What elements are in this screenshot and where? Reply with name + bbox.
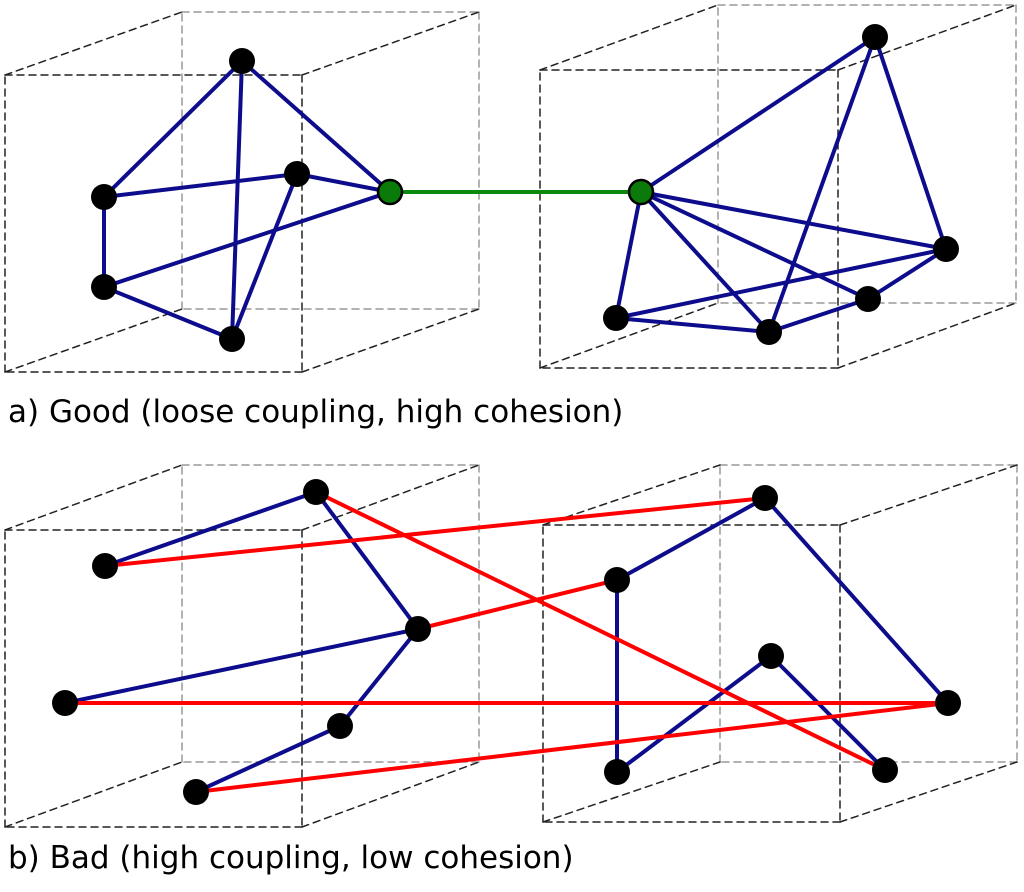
cohesion-edge (769, 654, 887, 772)
module-box-b-right-depth-edge (839, 464, 1018, 526)
node (91, 274, 117, 300)
caption-good: a) Good (loose coupling, high cohesion) (8, 394, 624, 430)
node (935, 690, 961, 716)
cohesion-edge (763, 496, 950, 705)
cohesion-edge (614, 247, 948, 320)
node (604, 759, 630, 785)
cohesion-edge (102, 285, 234, 341)
module-box-a-left-depth-edge (301, 11, 480, 76)
coupling-edge-bad (416, 578, 619, 631)
node (52, 690, 78, 716)
cohesion-edge (614, 316, 771, 334)
node (758, 643, 784, 669)
node (284, 161, 310, 187)
node (756, 319, 782, 345)
node (752, 485, 778, 511)
cohesion-edge (639, 190, 948, 251)
node (92, 553, 118, 579)
node (229, 48, 255, 74)
node (405, 616, 431, 642)
node (604, 567, 630, 593)
cohesion-edge (866, 247, 948, 301)
node (327, 713, 353, 739)
node (872, 757, 898, 783)
module-box-a-left-depth-edge (4, 11, 183, 76)
module-box-b-right-depth-edge (839, 761, 1018, 823)
cohesion-edge (615, 496, 767, 582)
interface-node (376, 178, 404, 206)
cohesion-edge (194, 724, 342, 794)
cohesion-edge (767, 35, 877, 334)
coupling-edge-bad (194, 701, 950, 794)
module-box-b-left-depth-edge (4, 464, 183, 531)
node (183, 779, 209, 805)
node (91, 184, 117, 210)
cohesion-edge (102, 172, 299, 199)
node (862, 24, 888, 50)
cohesion-edge (767, 297, 870, 334)
module-box-a-right-depth-edge (837, 302, 1017, 369)
cohesion-edge (873, 35, 948, 251)
cohesion-edge (102, 59, 244, 199)
module-box-b-right-depth-edge (542, 464, 721, 526)
cohesion-edge (639, 190, 771, 334)
node (603, 305, 629, 331)
cohesion-edge (102, 190, 392, 289)
module-box-b-left-depth-edge (301, 464, 480, 531)
interface-node (627, 178, 655, 206)
cohesion-edge (63, 627, 420, 705)
module-box-a-left-depth-edge (4, 308, 183, 373)
cohesion-edge (639, 35, 877, 194)
cohesion-edge (614, 190, 643, 320)
cohesion-edge (230, 59, 244, 341)
cohesion-edge (338, 627, 420, 728)
cohesion-edge (295, 172, 392, 194)
cohesion-edge (639, 190, 870, 301)
cohesion-edge (240, 59, 392, 194)
cohesion-edge (103, 490, 318, 568)
node (219, 326, 245, 352)
module-box-b-left-depth-edge (301, 761, 480, 828)
module-box-a-right-depth-edge (539, 4, 719, 71)
cohesion-edge (314, 490, 420, 631)
module-box-b-right-depth-edge (542, 761, 721, 823)
cohesion-edge (230, 172, 299, 341)
cohesion-edge (615, 654, 773, 774)
module-box-a-right-depth-edge (539, 302, 719, 369)
coupling-edge-bad (103, 496, 767, 568)
node (303, 479, 329, 505)
node (933, 236, 959, 262)
caption-bad: b) Bad (high coupling, low cohesion) (8, 840, 574, 876)
module-box-b-left-depth-edge (4, 761, 183, 828)
node (855, 286, 881, 312)
module-box-a-left-depth-edge (301, 308, 480, 373)
